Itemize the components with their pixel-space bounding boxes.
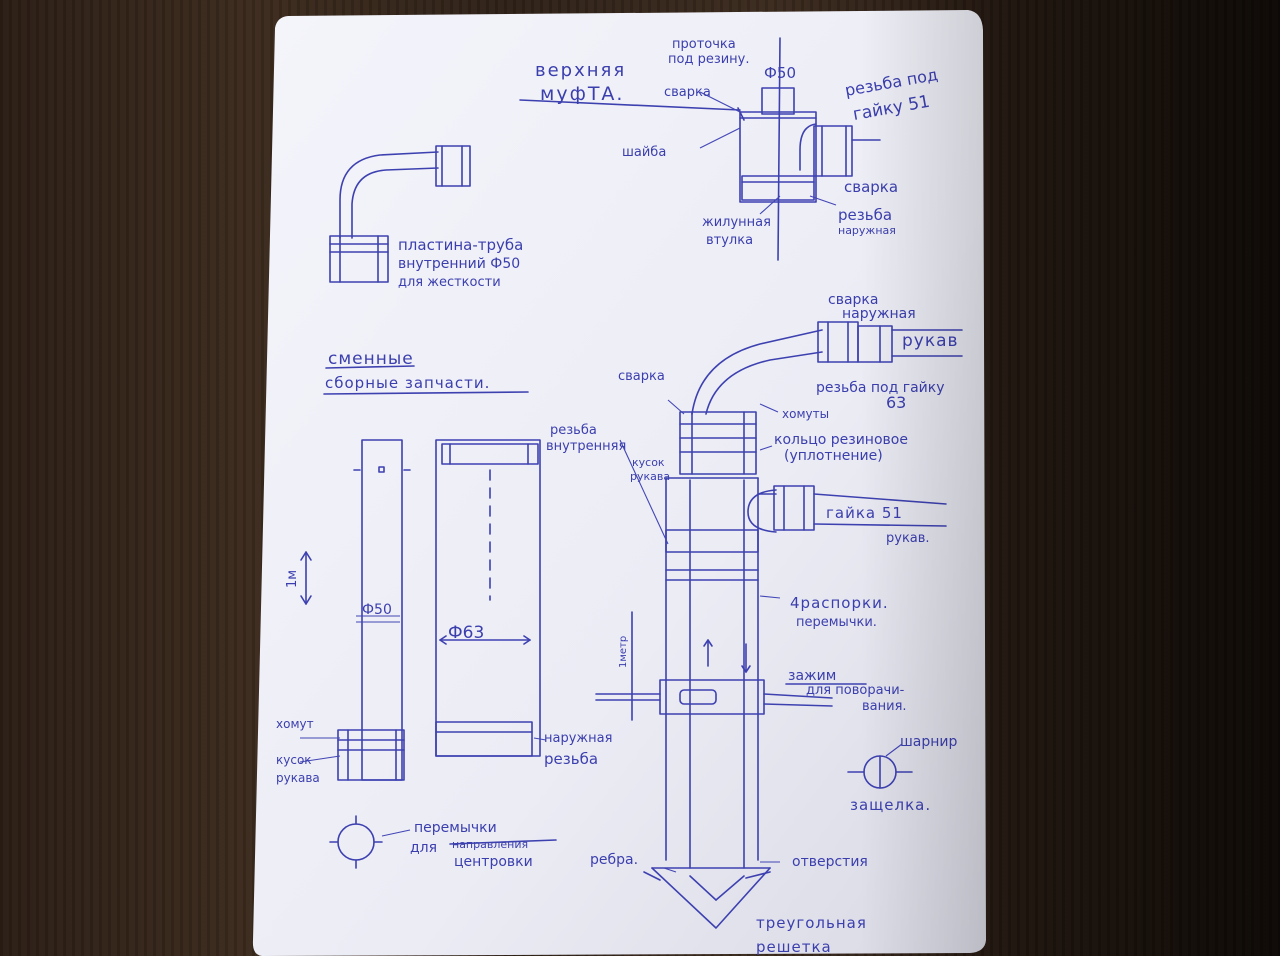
- label-outer-thread-2: резьба: [544, 750, 598, 768]
- label-clamp-turn-3: вания.: [862, 699, 907, 714]
- label-grate-1: треугольная: [756, 914, 867, 932]
- label-thread-nut63-1: резьба под гайку: [816, 380, 944, 396]
- label-plate-pipe-2: внутренний Ф50: [398, 256, 520, 272]
- label-ribs: ребра.: [590, 852, 638, 868]
- label-thread-outer-2: наружная: [838, 224, 896, 237]
- label-four-struts-1: 4распорки.: [790, 594, 889, 612]
- label-upper-coupling-1: верхняя: [535, 60, 626, 81]
- label-hose-piece-left-2: рукава: [276, 771, 320, 785]
- label-inner-sleeve-2: втулка: [706, 233, 753, 248]
- label-hose-top: рукав: [902, 331, 959, 351]
- label-clamp-left: хомут: [276, 717, 314, 731]
- paper-sheet: [252, 10, 987, 956]
- upper-coupling-sketch: [519, 37, 881, 261]
- label-bridges-1: перемычки: [414, 820, 497, 836]
- label-groove-1: проточка: [672, 37, 736, 52]
- label-clamp-turn-1: зажим: [788, 668, 836, 684]
- label-clamps: хомуты: [782, 407, 829, 421]
- label-rubber-ring-2: (уплотнение): [784, 448, 883, 464]
- label-hinge: шарнир: [900, 734, 958, 750]
- label-spare-1: сменные: [328, 349, 414, 369]
- pipe-63-sketch: [435, 439, 547, 757]
- elbow-plate-pipe-sketch: [329, 145, 471, 283]
- label-rubber-ring-1: кольцо резиновое: [774, 432, 908, 448]
- label-one-m: 1м: [285, 570, 300, 588]
- label-hose-piece-2: рукава: [630, 470, 670, 483]
- label-bridges-struck: направления: [452, 838, 528, 851]
- label-diam63: Ф63: [448, 623, 484, 643]
- label-inner-sleeve-1: жилунная: [702, 215, 771, 230]
- centering-bridges-sketch: [329, 815, 411, 869]
- label-holes: отверстия: [792, 854, 868, 870]
- label-weld-side: сварка: [844, 178, 898, 196]
- label-plate-pipe-1: пластина-труба: [398, 236, 523, 254]
- label-one-meter: 1метр: [618, 636, 629, 668]
- label-groove-2: под резину.: [668, 52, 750, 67]
- label-bridges-3: центровки: [454, 854, 533, 870]
- label-thread-inner-1: резьба: [550, 423, 597, 438]
- label-thread-inner-2: внутренняя: [546, 439, 626, 454]
- label-outer-thread-1: наружная: [544, 731, 612, 746]
- label-weld-mid: сварка: [618, 369, 665, 384]
- label-hose-piece-left-1: кусок: [276, 753, 312, 767]
- label-four-struts-2: перемычки.: [796, 615, 877, 630]
- main-assembly-sketch: [595, 321, 963, 929]
- label-clamp-turn-2: для поворачи-: [806, 683, 905, 698]
- label-upper-coupling-2: муфТА.: [540, 83, 624, 105]
- label-weld-outer-1: сварка: [828, 292, 878, 308]
- label-weld-top: сварка: [664, 85, 711, 100]
- label-thread-outer-1: резьба: [838, 206, 892, 224]
- label-diam50-top: Ф50: [764, 64, 796, 82]
- pipe-50-sketch: [299, 439, 411, 781]
- label-weld-outer-2: наружная: [842, 306, 916, 322]
- label-latch: защелка.: [850, 796, 931, 814]
- hinge-latch-sketch: [847, 743, 913, 789]
- label-plate-pipe-3: для жесткости: [398, 275, 501, 290]
- label-spare-2: сборные запчасти.: [325, 374, 490, 392]
- label-hose-mid: рукав.: [886, 531, 930, 546]
- label-grate-2: решетка: [756, 938, 832, 956]
- label-diam50-mid: Ф50: [362, 602, 392, 618]
- label-nut51: гайка 51: [826, 504, 903, 522]
- label-thread-nut63-2: 63: [886, 393, 906, 412]
- label-hose-piece-1: кусок: [632, 456, 665, 469]
- label-washer: шайба: [622, 145, 666, 160]
- label-bridges-2: для: [410, 840, 437, 856]
